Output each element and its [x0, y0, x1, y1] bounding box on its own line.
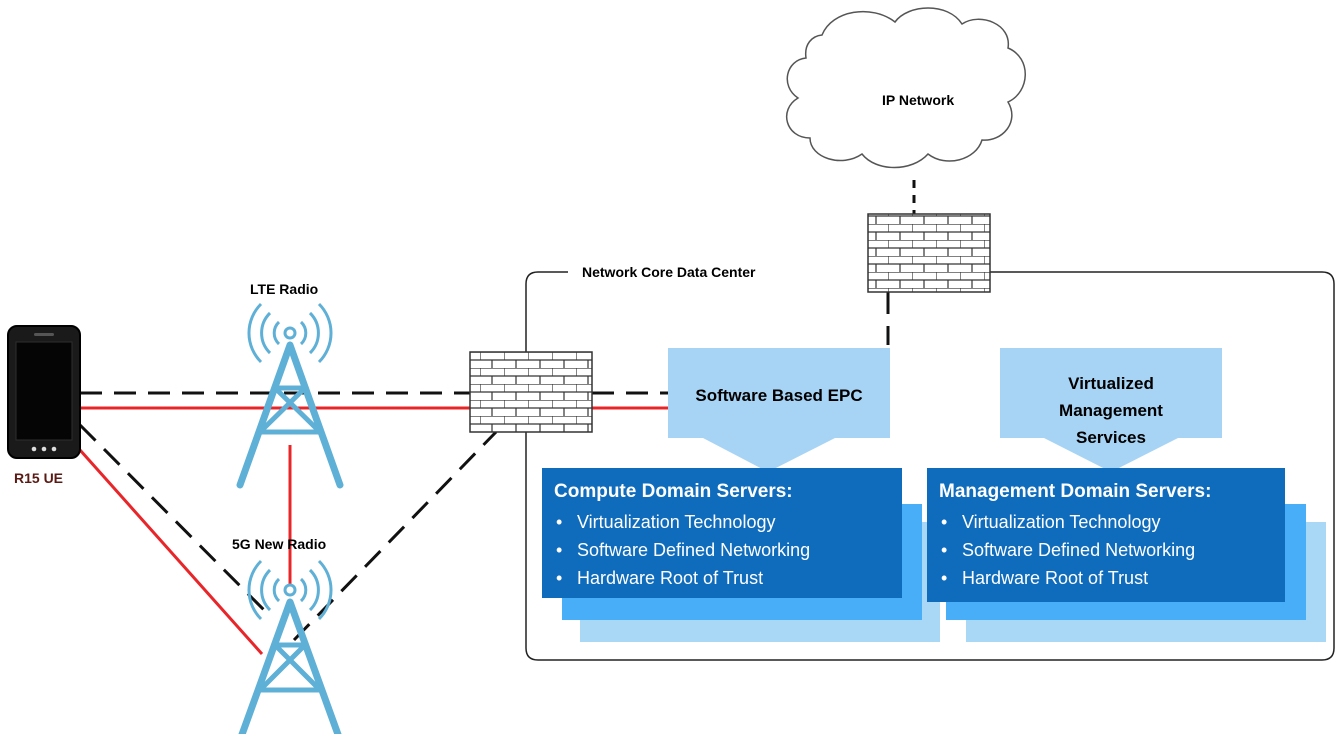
compute-server-stack: Compute Domain Servers: • Virtualization… [542, 468, 940, 642]
bullet: • [941, 512, 947, 532]
management-server-item: Software Defined Networking [962, 540, 1195, 560]
compute-server-item: Software Defined Networking [577, 540, 810, 560]
bullet: • [556, 568, 562, 588]
link-ue-nr-dashed [78, 423, 268, 614]
ip-network-cloud: IP Network [786, 7, 1026, 169]
firewall-icon [867, 213, 991, 293]
mgmt-services-label-2: Management [1059, 401, 1163, 420]
epc-callout: Software Based EPC [668, 348, 890, 472]
bullet: • [941, 568, 947, 588]
nr-radio-tower-icon [238, 559, 342, 734]
nr-radio-label: 5G New Radio [232, 536, 326, 552]
compute-server-item: Hardware Root of Trust [577, 568, 763, 588]
mgmt-services-label-1: Virtualized [1068, 374, 1154, 393]
management-server-item: Hardware Root of Trust [962, 568, 1148, 588]
mgmt-services-callout: Virtualized Management Services [1000, 348, 1222, 472]
bullet: • [556, 540, 562, 560]
lte-radio-tower-icon [236, 302, 344, 489]
phone-icon [7, 325, 81, 459]
bullet: • [556, 512, 562, 532]
lte-radio-label: LTE Radio [250, 281, 318, 297]
bullet: • [941, 540, 947, 560]
link-ue-nr-red [78, 449, 264, 655]
epc-label: Software Based EPC [695, 386, 862, 405]
mgmt-services-label-3: Services [1076, 428, 1146, 447]
management-server-stack: Management Domain Servers: • Virtualizat… [927, 468, 1326, 642]
compute-server-title: Compute Domain Servers: [554, 481, 793, 502]
ip-network-label: IP Network [882, 92, 954, 108]
management-server-title: Management Domain Servers: [939, 481, 1211, 502]
data-center-label: Network Core Data Center [582, 264, 756, 280]
management-server-item: Virtualization Technology [962, 512, 1160, 532]
compute-server-item: Virtualization Technology [577, 512, 775, 532]
data-center-container: Network Core Data Center [525, 264, 1335, 661]
ue-label: R15 UE [14, 470, 63, 486]
firewall-icon [469, 351, 593, 433]
